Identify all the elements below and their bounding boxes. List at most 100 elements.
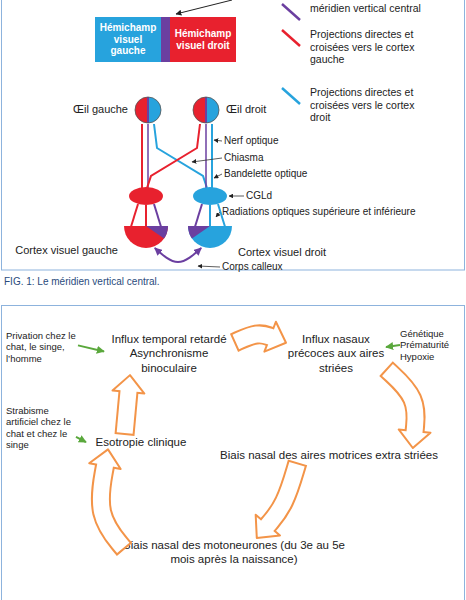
cortex-halfdisc: Cortex visuel droit — [188, 226, 232, 248]
leader-line — [198, 266, 220, 267]
connector — [76, 437, 86, 442]
node-text: Hémichamp visuel gauche — [97, 22, 159, 57]
meridian-sector — [188, 226, 210, 239]
block-arrow-body — [101, 464, 123, 548]
optic-fibers — [130, 124, 226, 230]
eye-circle: Œil droit — [192, 96, 220, 124]
part-label: Nerf optique — [224, 135, 278, 146]
connector — [78, 345, 104, 351]
eye-shape — [192, 96, 220, 124]
cause-arrow — [76, 437, 86, 442]
leader-line — [216, 212, 220, 217]
cause-arrow — [78, 345, 104, 351]
node-text: Œil droit — [226, 103, 266, 115]
connector — [113, 375, 145, 435]
part-label: Corps calleux — [222, 261, 283, 272]
block-arrow-head — [256, 515, 280, 538]
cycle-step: Biais nasal des motoneurones (du 3e au 5… — [120, 538, 348, 567]
part-label: Radiations optiques supérieure et inféri… — [222, 206, 415, 217]
leader-line — [214, 174, 222, 178]
cortex-halfdisc: Cortex visuel gauche — [124, 226, 168, 248]
retina-half — [135, 97, 148, 123]
optic-fiber — [147, 124, 200, 188]
retina-half — [148, 97, 161, 123]
cycle-step: Influx temporal retardé Asynchronisme bi… — [104, 332, 234, 375]
cause-arrow — [386, 345, 400, 347]
optic-fiber — [141, 124, 143, 188]
block-arrow-outline — [268, 462, 298, 525]
legend-line — [282, 88, 300, 104]
block-arrow-body — [267, 464, 297, 526]
node-text: Privation chez le chat, le singe, l’homm… — [6, 330, 78, 364]
leader-line — [229, 196, 244, 197]
connector — [234, 322, 286, 352]
block-arrow-body — [236, 334, 272, 342]
retina-half — [193, 97, 206, 123]
part-label: CGLd — [246, 190, 272, 201]
block-arrow-body — [387, 370, 415, 433]
legend-line-sample — [280, 2, 304, 24]
legend-text: Projections directes et croisées vers le… — [310, 86, 414, 123]
optic-fiber — [211, 124, 213, 188]
block-arrow-outline — [386, 369, 416, 431]
cycle-step: Biais nasal des aires motrices extra str… — [198, 448, 460, 462]
meridian-line — [147, 97, 149, 123]
cause-note: Privation chez le chat, le singe, l’homm… — [6, 330, 78, 364]
block-arrow-head — [264, 322, 286, 352]
hemifield-box: Hémichamp visuel droit — [170, 17, 236, 62]
block-arrow-outline — [234, 334, 270, 343]
block-arrow-head — [399, 429, 431, 448]
cycle-step: Influx nasaux précoces aux aires striées — [286, 332, 386, 375]
node-text: Œil gauche — [73, 103, 128, 115]
connector — [256, 462, 298, 538]
optic-fiber — [147, 124, 149, 188]
eye-circle: Œil gauche — [134, 96, 162, 124]
figure-frame — [2, 306, 465, 600]
eye-outline — [135, 97, 161, 123]
legend-item: Projections directes et croisées vers le… — [310, 28, 430, 66]
node-text: Cortex visuel droit — [238, 246, 326, 258]
figure-frame — [2, 0, 465, 270]
geniculate-body — [193, 187, 227, 205]
eye-shape — [134, 96, 162, 124]
geniculate-body — [129, 187, 163, 205]
block-arrow-outline — [101, 466, 125, 549]
cortex-shape — [188, 226, 232, 248]
block-arrow-head — [113, 375, 145, 393]
meridian-sector — [146, 226, 168, 239]
part-label: Bandelette optique — [224, 168, 307, 179]
figure-caption: FIG. 1: Le méridien vertical central. — [4, 276, 160, 287]
cause-note: Strabisme artificiel chez le chat et che… — [6, 405, 76, 451]
node-text: Hémichamp visuel droit — [172, 28, 234, 51]
cycle-step: Esotropie clinique — [86, 435, 196, 449]
legend-line — [282, 30, 300, 46]
node-text: Biais nasal des motoneurones (du 3e au 5… — [120, 538, 348, 567]
leader-line — [192, 158, 222, 162]
cortex-shape — [124, 226, 168, 248]
node-text: Cortex visuel gauche — [15, 244, 118, 256]
legend-text: Projections directes et croisées vers le… — [310, 28, 414, 65]
legend-item: Projections directes et croisées vers le… — [310, 86, 430, 124]
legend-line — [282, 4, 300, 20]
connector — [89, 449, 124, 549]
legend-line-sample — [280, 28, 304, 50]
legend-text: méridien vertical central — [310, 2, 421, 14]
node-text: Esotropie clinique — [86, 435, 196, 449]
node-text: Biais nasal des aires motrices extra str… — [198, 448, 460, 462]
node-text: Génétique Prématurité Hypoxie — [400, 328, 462, 362]
hemifield-box: Hémichamp visuel gauche — [95, 17, 161, 62]
block-arrow-outline — [125, 392, 129, 435]
meridian-line — [205, 97, 207, 123]
legend-item: méridien vertical central — [310, 2, 430, 15]
cortex-halfdisc — [188, 226, 232, 248]
connector — [386, 369, 431, 448]
part-label: Chiasma — [224, 152, 263, 163]
connector — [155, 248, 201, 262]
connector — [386, 345, 400, 347]
eye-outline — [193, 97, 219, 123]
node-text: Strabisme artificiel chez le chat et che… — [6, 405, 76, 451]
node-text: Influx temporal retardé Asynchronisme bi… — [104, 332, 234, 375]
meridian-band — [161, 17, 170, 62]
commissure-arrow — [155, 248, 201, 262]
pointer-arrow — [176, 0, 232, 14]
